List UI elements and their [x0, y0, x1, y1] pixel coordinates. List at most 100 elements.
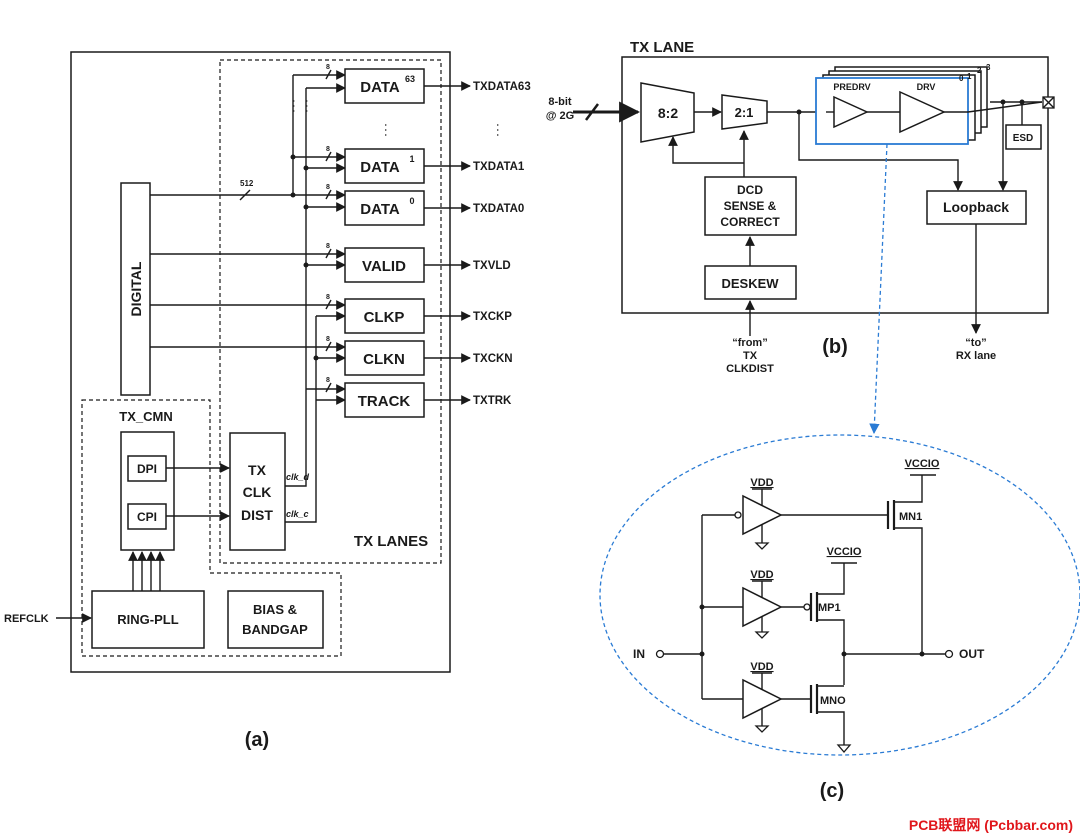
cpi-label: CPI	[137, 510, 157, 524]
tx-cmn-label: TX_CMN	[119, 409, 172, 424]
panel-c-ellipse	[599, 434, 1080, 756]
slice-index-1: 1	[967, 72, 972, 81]
valid-width: 8	[326, 243, 330, 250]
clk-c-label: clk_c	[286, 509, 309, 519]
panel-b: TX LANE 8-bit @ 2G 8:2 2:1 0 1 2 3 PREDR…	[546, 39, 1055, 375]
tx-clk-dist-line2: CLK	[243, 484, 272, 500]
from-label-2: TX	[743, 350, 758, 362]
slice-index-2: 2	[977, 66, 982, 75]
deskew-label: DESKEW	[721, 276, 779, 291]
tx-lane-title: TX LANE	[630, 39, 694, 56]
mp1-label: MP1	[818, 602, 841, 614]
loopback-block	[926, 190, 1027, 225]
vccio-label-2: VCCIO	[827, 546, 862, 558]
output-ellipsis: . . .	[495, 124, 505, 137]
esd-block	[1005, 124, 1042, 150]
to-label-1: “to”	[965, 337, 986, 349]
clkp-width: 8	[326, 294, 330, 301]
bias-bandgap-block	[227, 590, 324, 649]
tx-clk-dist-line3: DIST	[241, 507, 273, 523]
mux-2-1-label: 2:1	[735, 105, 754, 120]
dcd-label-2: SENSE &	[724, 199, 777, 213]
data-block-63: 8 DATA 63 TXDATA63	[293, 64, 531, 104]
data-63-label: DATA	[360, 79, 400, 96]
input-label-1: 8-bit	[548, 96, 572, 108]
dpi-label: DPI	[137, 462, 157, 476]
track-width: 8	[326, 377, 330, 384]
mux-8-2-label: 8:2	[658, 105, 678, 121]
dcd-label-1: DCD	[737, 183, 763, 197]
tx-lanes-region	[219, 59, 442, 564]
panel-b-caption: (b)	[822, 336, 848, 358]
tx-lanes-label: TX LANES	[354, 533, 428, 550]
watermark: PCB联盟网 (Pcbbar.com)	[909, 817, 1073, 833]
track-block: 8 TRACK TXTRK	[306, 377, 512, 418]
slice-index-3: 3	[986, 63, 991, 72]
track-label: TRACK	[358, 393, 411, 410]
data-1-width: 8	[326, 146, 330, 153]
vccio-label-1: VCCIO	[905, 458, 940, 470]
ring-pll-block	[91, 590, 205, 649]
panel-a: DIGITAL 512 . . . . . . 8 DATA 63 TXDATA…	[4, 51, 531, 751]
data-63-width: 8	[326, 64, 330, 71]
panel-a-outline	[70, 51, 451, 673]
valid-block: 8 VALID TXVLD	[150, 243, 511, 283]
ring-pll-label: RING-PLL	[117, 612, 178, 627]
tx-lane-outline	[621, 56, 1049, 314]
tx-cmn-region	[81, 399, 342, 657]
clkn-block: 8 CLKN TXCKN	[150, 336, 513, 376]
mn1-label: MN1	[899, 511, 922, 523]
panel-c-caption: (c)	[820, 780, 844, 802]
data-block-0: 8 DATA 0 TXDATA0	[293, 184, 524, 226]
in-label: IN	[633, 647, 645, 661]
data-ellipsis: . . .	[383, 124, 393, 137]
data-0-label: DATA	[360, 201, 400, 218]
zoom-connector	[869, 143, 888, 435]
data-1-label: DATA	[360, 159, 400, 176]
panel-a-caption: (a)	[245, 729, 269, 751]
data-block-1: 8 DATA 1 TXDATA1	[293, 146, 525, 184]
bias-label-2: BANDGAP	[242, 622, 308, 637]
to-label-2: RX lane	[956, 350, 996, 362]
clkp-label: CLKP	[364, 309, 405, 326]
tx-cmn-inner	[120, 431, 175, 551]
panel-c: IN VDD VCCIO MN1 VDD	[599, 434, 1080, 802]
dcd-block	[704, 176, 797, 236]
txdata1-output: TXDATA1	[473, 161, 525, 173]
digital-block	[120, 182, 151, 396]
esd-label: ESD	[1013, 133, 1034, 144]
predrv-label: PREDRV	[833, 82, 870, 92]
bus-vertical-ellipsis: . . .	[291, 100, 301, 113]
dcd-label-3: CORRECT	[720, 215, 780, 229]
clkn-width: 8	[326, 336, 330, 343]
tx-clk-dist-line1: TX	[248, 462, 267, 478]
txdata63-output: TXDATA63	[473, 81, 531, 93]
mno-label: MNO	[820, 695, 846, 707]
vdd-label-3: VDD	[750, 661, 773, 673]
out-label: OUT	[959, 647, 985, 661]
txtrk-output: TXTRK	[473, 395, 512, 407]
deskew-block	[704, 265, 797, 300]
valid-label: VALID	[362, 258, 406, 275]
data-1-index: 1	[409, 154, 414, 164]
data-0-width: 8	[326, 184, 330, 191]
bus-vertical-ellipsis-2: . . .	[304, 100, 314, 113]
txckn-output: TXCKN	[473, 353, 513, 365]
txdata0-output: TXDATA0	[473, 203, 524, 215]
vdd-label-2: VDD	[750, 569, 773, 581]
bus-width-label: 512	[240, 179, 254, 188]
clkp-block: 8 CLKP TXCKP	[150, 294, 512, 334]
slice-index-0: 0	[959, 74, 964, 83]
vdd-label-1: VDD	[750, 477, 773, 489]
refclk-label: REFCLK	[4, 613, 49, 625]
mux-8-2	[640, 82, 695, 143]
data-63-index: 63	[405, 74, 415, 84]
input-label-2: @ 2G	[546, 110, 574, 122]
clkn-label: CLKN	[363, 351, 405, 368]
from-label-1: “from”	[732, 337, 767, 349]
mux-2-1	[721, 94, 768, 130]
digital-label: DIGITAL	[128, 261, 144, 316]
txvld-output: TXVLD	[473, 260, 511, 272]
tx-clk-dist-block	[229, 432, 286, 551]
